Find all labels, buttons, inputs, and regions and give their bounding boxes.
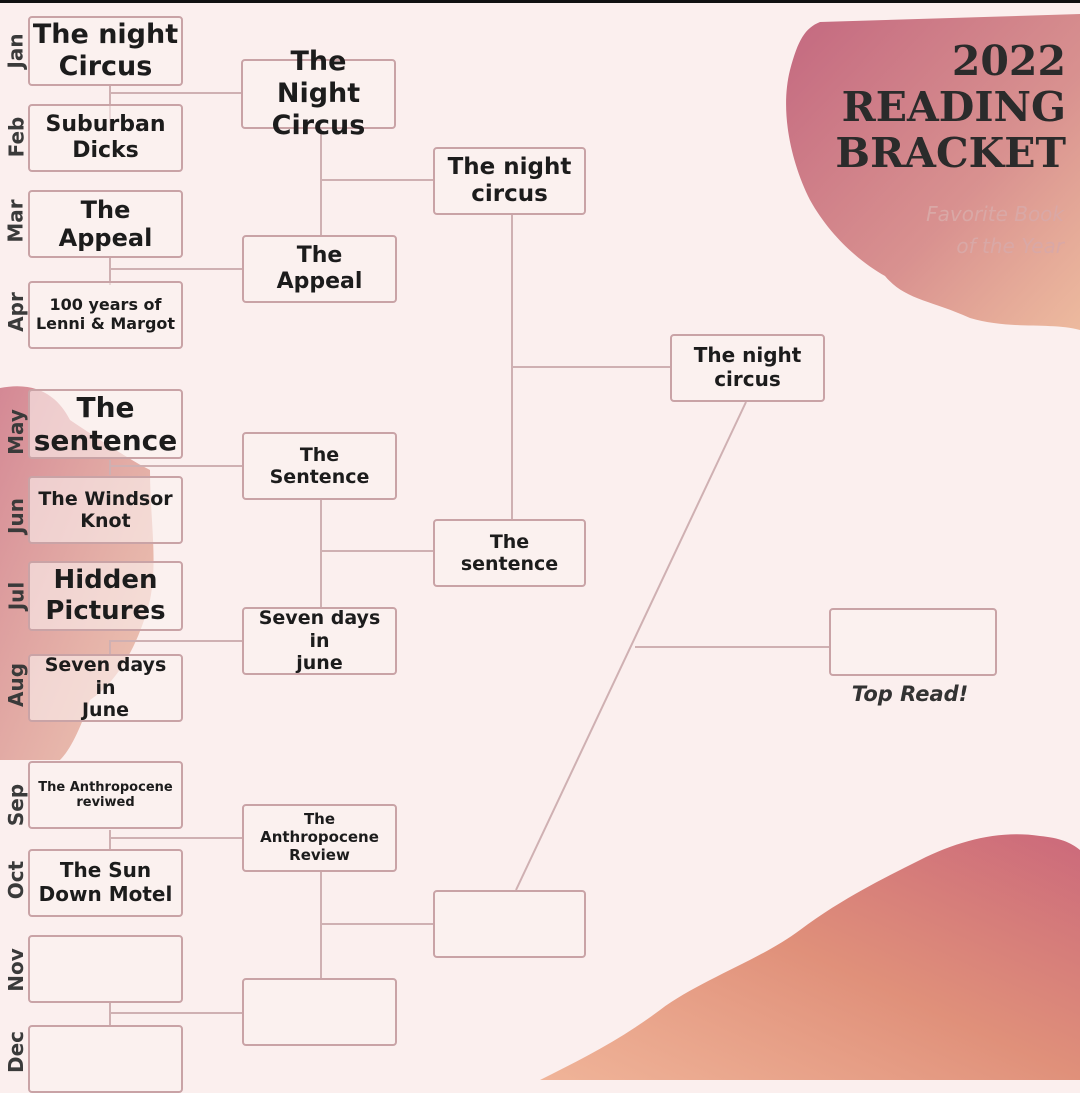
book-title-line: Pictures (45, 596, 166, 626)
book-title-line: circus (471, 181, 548, 207)
book-title-line: The (489, 530, 530, 553)
book-title-line: sentence (33, 424, 178, 457)
book-title-line: Sentence (269, 466, 370, 488)
book-title-line: The Anthropocene (260, 810, 379, 847)
bracket-slot-round3-3[interactable] (433, 890, 586, 958)
book-title-line: The Night (276, 46, 361, 110)
book-title-line: June (81, 699, 129, 722)
book-title-line: sentence (460, 553, 559, 575)
book-title-line: Lenni & Margot (35, 314, 176, 333)
book-title-line: The (76, 390, 135, 424)
book-title-line: 100 years of (49, 295, 162, 315)
book-title-line: Dicks (72, 138, 139, 163)
book-title-line: The night (447, 153, 572, 180)
book-title-line: The Appeal (58, 195, 153, 252)
title-line: BRACKET (835, 129, 1066, 177)
book-title-line: The night (32, 19, 179, 51)
book-title-line: Knot (80, 510, 131, 532)
book-title-line: The Sun (59, 858, 152, 883)
book-title-line: Suburban (45, 112, 166, 138)
top-read-label: Top Read! (851, 682, 969, 706)
title-line: 2022 (951, 37, 1066, 85)
book-title-line: The Windsor (38, 487, 173, 510)
bracket-slot-final[interactable] (829, 608, 997, 676)
book-title-line: Circus (271, 109, 366, 141)
page-subtitle: Favorite Book of the Year (926, 198, 1064, 262)
book-title-line: The (299, 443, 340, 466)
top-border (0, 0, 1080, 3)
subtitle-line: Favorite Book (926, 202, 1064, 226)
bracket-slot-round1-nov[interactable] (28, 935, 183, 1003)
book-title-line: The Anthropocene (38, 779, 173, 795)
bracket-slot-round1-mar[interactable]: The Appeal (28, 190, 183, 258)
book-title-line: The night (693, 343, 802, 368)
page-title: 2022 READING BRACKET (835, 38, 1066, 176)
book-title-line: Appeal (276, 269, 363, 294)
book-title-line: Review (289, 845, 350, 864)
bracket-slot-round1-dec[interactable] (28, 1025, 183, 1093)
bracket-slot-round2-6[interactable] (242, 978, 397, 1046)
book-title-line: june (296, 652, 343, 675)
book-title-line: Down Motel (38, 882, 173, 906)
book-title-line: Seven days in (44, 654, 167, 699)
book-title-line: Hidden (53, 565, 158, 596)
book-title-line: Circus (58, 51, 153, 82)
title-line: READING (841, 83, 1066, 131)
book-title-line: reviwed (76, 795, 135, 810)
book-title-line: The (296, 243, 343, 269)
subtitle-line: of the Year (956, 234, 1064, 258)
book-title-line: Seven days in (258, 607, 381, 652)
book-title-line: circus (714, 367, 781, 391)
